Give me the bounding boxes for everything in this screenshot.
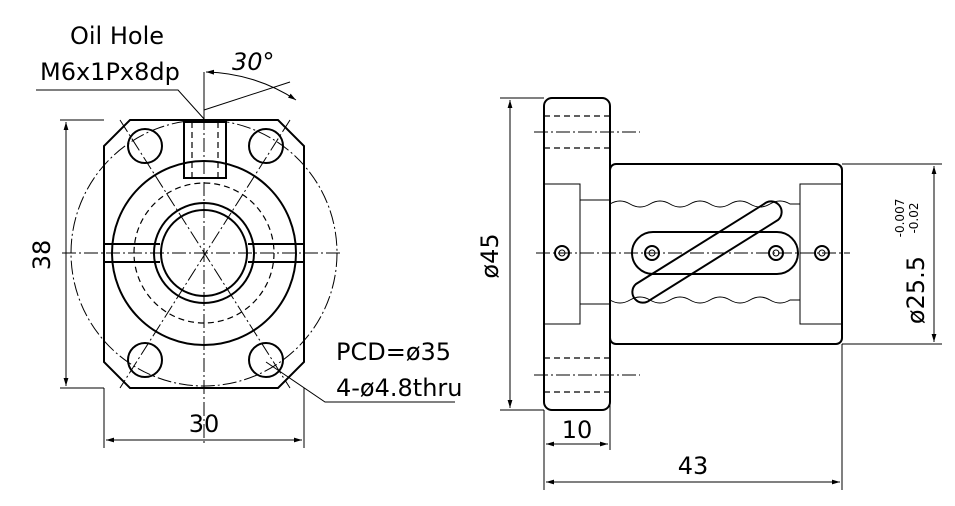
dim-body-dia-label: ø25.5 [902,256,930,324]
dim-width-label: 30 [189,410,220,438]
thread-bottom [609,296,800,304]
dim-body-tol-upper: -0.007 [893,199,907,238]
diagonal-tube [631,200,783,304]
mount-hole-br [248,342,284,378]
oil-hole-body [183,121,227,179]
angle-arc [205,69,297,101]
holes-leader [265,361,455,403]
front-diag-2 [119,119,291,389]
holes-label: 4-ø4.8thru [336,374,462,402]
front-view: 38 30 30° Oil Hole M6x1Px8dp PCD=ø35 4-ø… [28,22,462,448]
pcd-label: PCD=ø35 [336,338,451,366]
dim-height-label: 38 [28,240,56,271]
oil-hole-leader [36,89,206,121]
mount-hole-tl [127,128,163,164]
side-view: ø45 10 43 ø25.5 -0.007 -0.02 [476,97,942,490]
dim-length-label: 43 [678,452,709,480]
mount-hole-tr [248,128,284,164]
angle-label: 30° [232,48,275,76]
dim-body-tol-lower: -0.02 [907,202,921,233]
side-flange [543,97,611,411]
flange-outline [103,119,305,389]
dim-flange-label: 10 [562,416,593,444]
dim-outer-dia-label: ø45 [476,233,504,278]
oil-hole-spec: M6x1Px8dp [40,58,180,86]
thread-top [609,200,800,208]
oil-hole-title: Oil Hole [70,22,164,50]
mount-hole-bl [127,342,163,378]
